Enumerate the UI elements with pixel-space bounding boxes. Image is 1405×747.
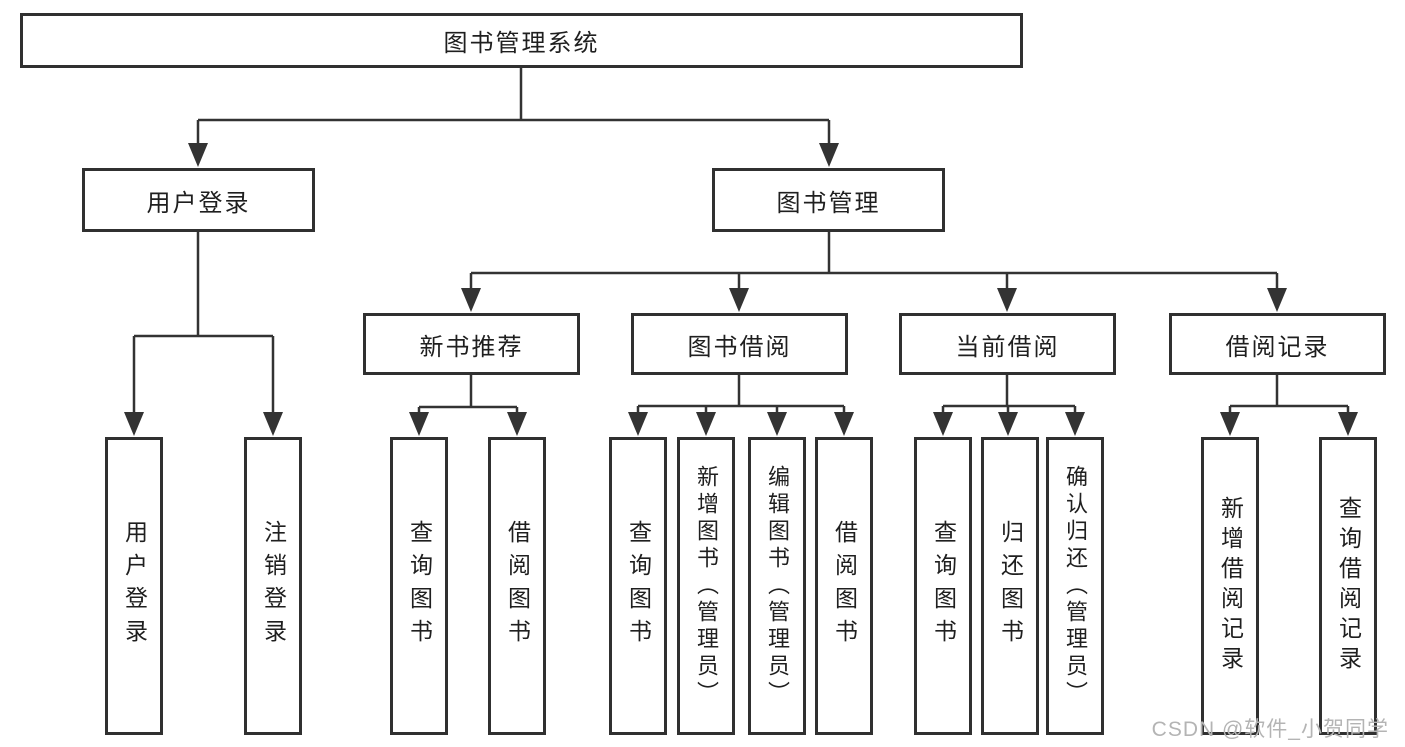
leaf-label: 借阅图书 (504, 520, 531, 652)
leaf-query-books-borrowing: 查询图书 (609, 437, 667, 735)
node-user-login: 用户登录 (82, 168, 315, 232)
tree-edges (132, 68, 1350, 414)
leaf-borrow-books-borrowing: 借阅图书 (815, 437, 873, 735)
leaf-label: 查询图书 (406, 520, 433, 652)
leaf-query-books-current: 查询图书 (914, 437, 972, 735)
leaf-label: 注销登录 (260, 520, 287, 652)
leaf-edit-book-admin: 编辑图书（管理员） (748, 437, 806, 735)
leaf-label: 新增图书（管理员） (694, 464, 719, 708)
leaf-label: 借阅图书 (831, 520, 858, 652)
node-book-management: 图书管理 (712, 168, 945, 232)
leaf-label: 编辑图书（管理员） (765, 464, 790, 708)
leaf-label: 查询借阅记录 (1335, 496, 1362, 676)
leaf-add-book-admin: 新增图书（管理员） (677, 437, 735, 735)
leaf-return-book: 归还图书 (981, 437, 1039, 735)
node-book-borrowing: 图书借阅 (631, 313, 848, 375)
leaf-confirm-return-admin: 确认归还（管理员） (1046, 437, 1104, 735)
leaf-query-books-recommend: 查询图书 (390, 437, 448, 735)
node-new-book-recommend: 新书推荐 (363, 313, 580, 375)
node-current-borrowing: 当前借阅 (899, 313, 1116, 375)
leaf-borrow-books-recommend: 借阅图书 (488, 437, 546, 735)
node-borrowing-records: 借阅记录 (1169, 313, 1386, 375)
csdn-watermark: CSDN @软件_小贺同学 (1151, 718, 1389, 741)
leaf-label: 查询图书 (625, 520, 652, 652)
leaf-label: 查询图书 (930, 520, 957, 652)
arrowheads (124, 143, 1358, 436)
leaf-label: 用户登录 (121, 520, 148, 652)
leaf-add-borrow-record: 新增借阅记录 (1201, 437, 1259, 735)
leaf-label: 新增借阅记录 (1217, 496, 1244, 676)
leaf-user-login: 用户登录 (105, 437, 163, 735)
leaf-query-borrow-record: 查询借阅记录 (1319, 437, 1377, 735)
leaf-label: 确认归还（管理员） (1063, 464, 1088, 708)
leaf-label: 归还图书 (997, 520, 1024, 652)
leaf-logout: 注销登录 (244, 437, 302, 735)
node-library-management-system: 图书管理系统 (20, 13, 1023, 68)
